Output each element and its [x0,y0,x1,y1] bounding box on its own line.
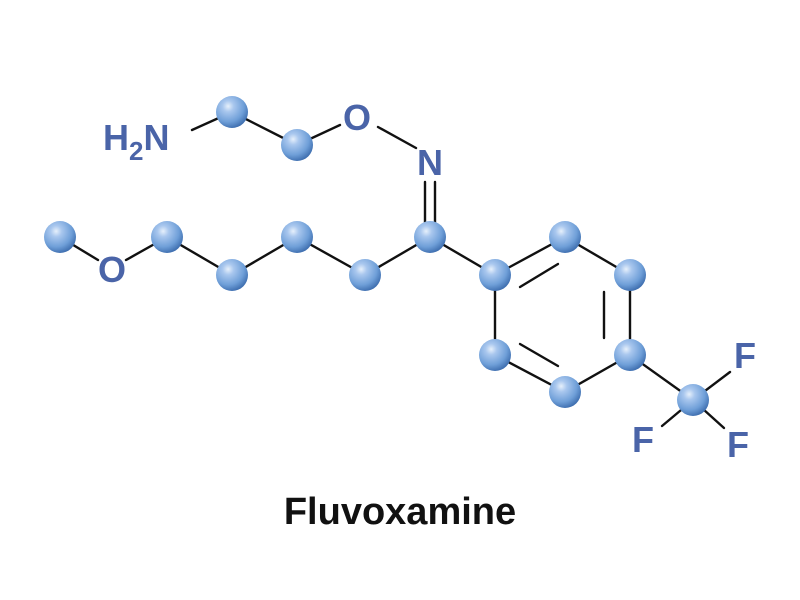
carbon-atom [549,221,581,253]
amine-label: H2N [103,117,169,166]
fluorine-label: F [734,335,756,376]
oxime-nitrogen-label: N [417,142,443,183]
carbon-atom [414,221,446,253]
carbon-atom [549,376,581,408]
carbon-atom [614,339,646,371]
carbon-atom [349,259,381,291]
fluorine-label: F [632,419,654,460]
carbon-atom [216,259,248,291]
atom-labels: H2N O N O F F F [98,97,756,465]
carbon-atom [479,259,511,291]
carbon-atoms [44,96,709,416]
fluorine-label: F [727,424,749,465]
carbon-atom [151,221,183,253]
carbon-atom [479,339,511,371]
oxime-oxygen-label: O [343,97,371,138]
carbon-atom [614,259,646,291]
molecule-title: Fluvoxamine [284,491,516,533]
carbon-atom [216,96,248,128]
carbon-atom [281,129,313,161]
carbon-atom [281,221,313,253]
ether-oxygen-label: O [98,249,126,290]
carbon-atom [44,221,76,253]
carbon-atom [677,384,709,416]
